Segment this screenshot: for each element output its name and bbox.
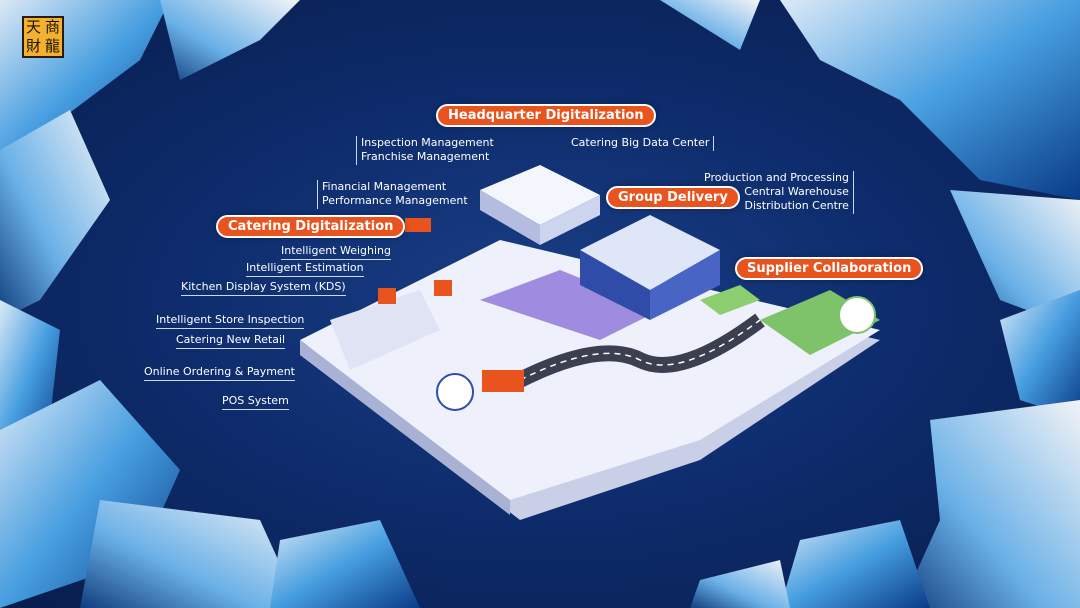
label-financial: Financial Management <box>322 180 447 193</box>
label-distribution: Distribution Centre <box>744 199 849 212</box>
logo-char: 商 <box>44 18 60 36</box>
isometric-city <box>300 165 880 520</box>
label-hq-management: Inspection Management Franchise Manageme… <box>356 136 494 165</box>
section-catering: Catering Digitalization <box>216 215 406 238</box>
label-franchise: Franchise Management <box>361 150 490 163</box>
label-weighing: Intelligent Weighing <box>281 244 392 260</box>
label-delivery-list: Production and Processing Central Wareho… <box>704 171 854 214</box>
label-finance: Financial Management Performance Managem… <box>317 180 468 209</box>
logo-char: 財 <box>25 37 41 55</box>
label-big-data: Catering Big Data Center <box>571 136 715 151</box>
label-store-inspection: Intelligent Store Inspection <box>156 313 305 329</box>
section-group-delivery: Group Delivery <box>606 186 740 209</box>
logo: 天 商 財 龍 <box>22 16 64 58</box>
section-headquarter: Headquarter Digitalization <box>436 104 656 127</box>
label-online-ordering: Online Ordering & Payment <box>144 365 295 381</box>
label-central-warehouse: Central Warehouse <box>744 185 849 198</box>
label-estimation: Intelligent Estimation <box>246 261 364 277</box>
logo-char: 龍 <box>44 37 60 55</box>
label-inspection: Inspection Management <box>361 136 494 149</box>
label-pos: POS System <box>222 394 289 410</box>
label-production: Production and Processing <box>704 171 849 184</box>
label-performance: Performance Management <box>322 194 468 207</box>
label-new-retail: Catering New Retail <box>176 333 286 349</box>
label-kds: Kitchen Display System (KDS) <box>181 280 346 296</box>
section-supplier: Supplier Collaboration <box>735 257 924 280</box>
logo-char: 天 <box>25 18 41 36</box>
